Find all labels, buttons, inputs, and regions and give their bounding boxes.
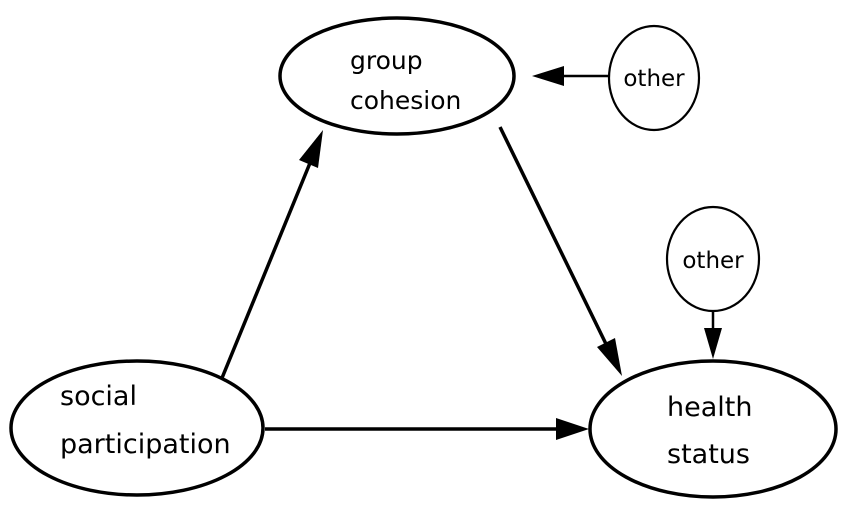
node-other-right-label: other [682, 248, 744, 274]
edges [220, 66, 722, 440]
node-health-status-label: status [667, 439, 750, 470]
node-social-participation-label: social [60, 381, 137, 412]
node-group-cohesion-label: cohesion [350, 86, 461, 115]
node-other-top-shape [607, 24, 701, 132]
node-health-status-label: health [667, 392, 752, 423]
node-other-top: other [607, 24, 701, 132]
node-group-cohesion-shape [278, 16, 516, 136]
node-other-top-label: other [623, 66, 685, 92]
node-health-status: health status [588, 359, 838, 499]
node-social-participation-label: participation [60, 429, 231, 460]
node-other-right: other [665, 205, 761, 313]
node-social-participation-shape [9, 359, 265, 497]
node-group-cohesion: group cohesion [278, 16, 516, 136]
arrowhead-health-status-from-other [704, 328, 722, 359]
node-other-right-shape [665, 205, 761, 313]
arrowhead-health-status-from-group [597, 338, 622, 376]
arrowhead-group-cohesion-from-other [532, 66, 564, 86]
edge-group-cohesion-to-health-status [498, 126, 608, 345]
edge-social-participation-to-group-cohesion [220, 162, 312, 379]
node-social-participation: social participation [9, 359, 265, 497]
node-group-cohesion-label: group [350, 46, 423, 75]
node-health-status-shape [588, 359, 838, 499]
arrowhead-group-cohesion-from-social [299, 130, 323, 168]
arrowhead-health-status-from-social [556, 418, 589, 440]
